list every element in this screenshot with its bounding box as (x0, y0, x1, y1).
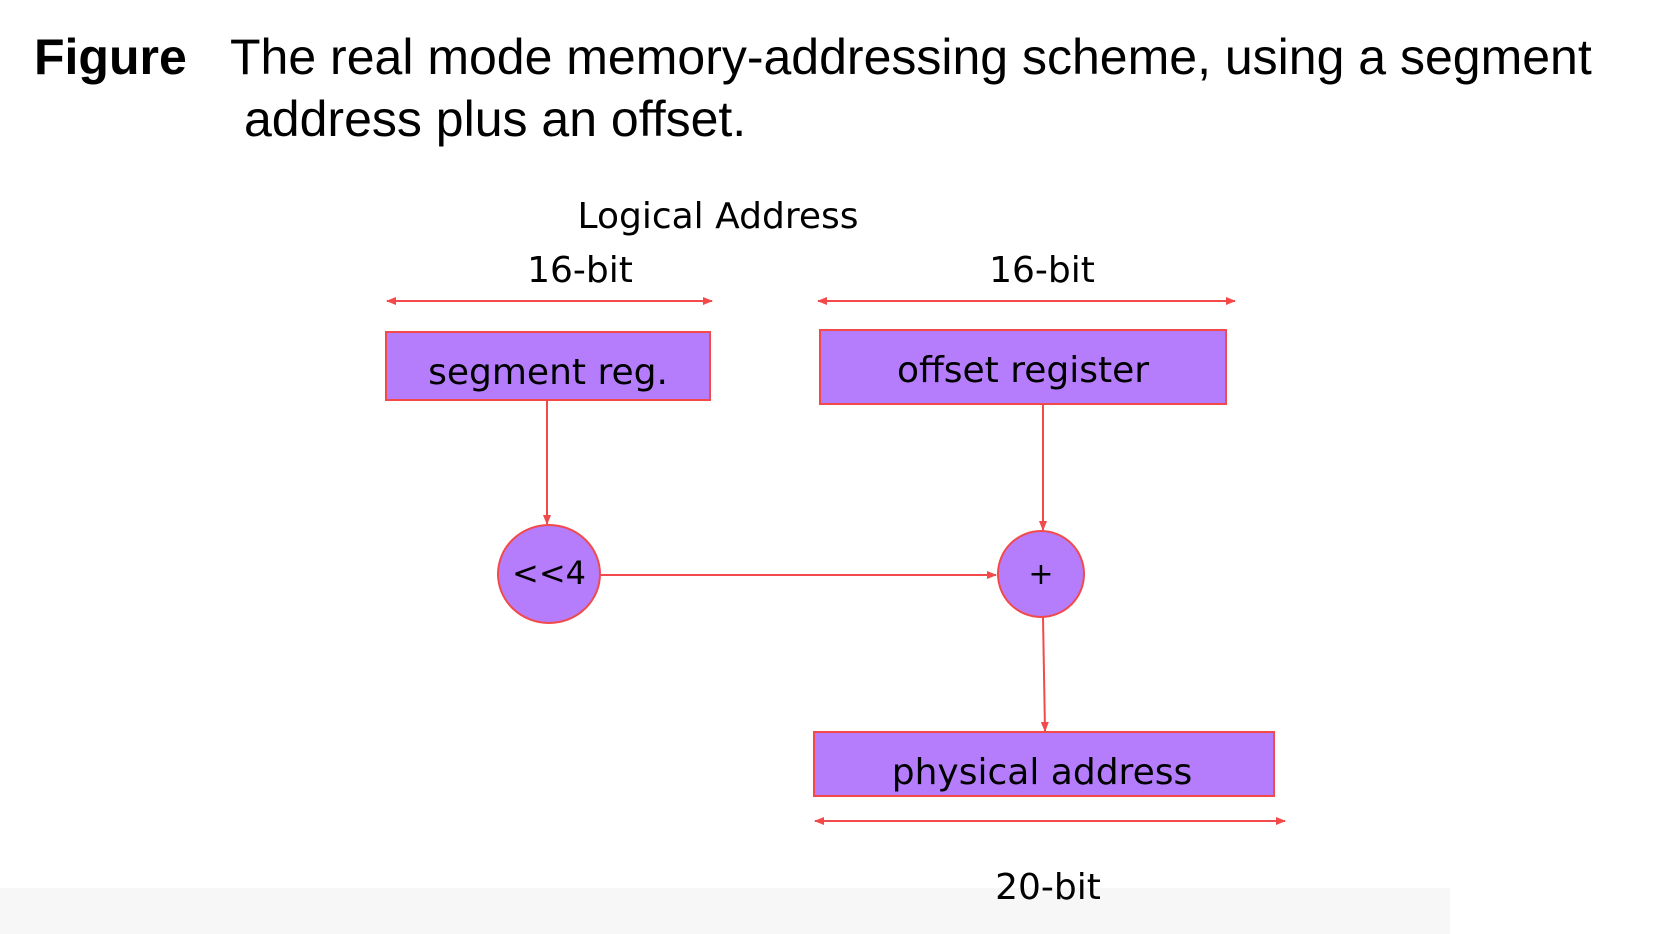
physical-address-label: physical address (892, 752, 1192, 793)
offset-register-label: offset register (897, 350, 1149, 391)
adder-plus-label: + (1028, 557, 1053, 592)
adder-circle (997, 530, 1085, 618)
logical-address-label: Logical Address (578, 196, 859, 237)
figure-caption-label: Figure (34, 29, 187, 85)
shift-left-label: <<4 (512, 554, 586, 592)
bottom-background-band (0, 888, 1450, 934)
figure-caption-text-line2: address plus an offset. (244, 91, 747, 147)
figure-caption-text-line1: The real mode memory-addressing scheme, … (230, 29, 1592, 85)
physical-address-box (813, 731, 1275, 797)
offset-width-label: 16-bit (989, 250, 1095, 291)
physical-width-label: 20-bit (995, 867, 1101, 908)
segment-width-label: 16-bit (527, 250, 633, 291)
segment-register-label: segment reg. (428, 352, 668, 393)
segment-register-box (385, 331, 711, 401)
offset-register-box (819, 329, 1227, 405)
adder-to-physical-arrow (1040, 616, 1049, 732)
